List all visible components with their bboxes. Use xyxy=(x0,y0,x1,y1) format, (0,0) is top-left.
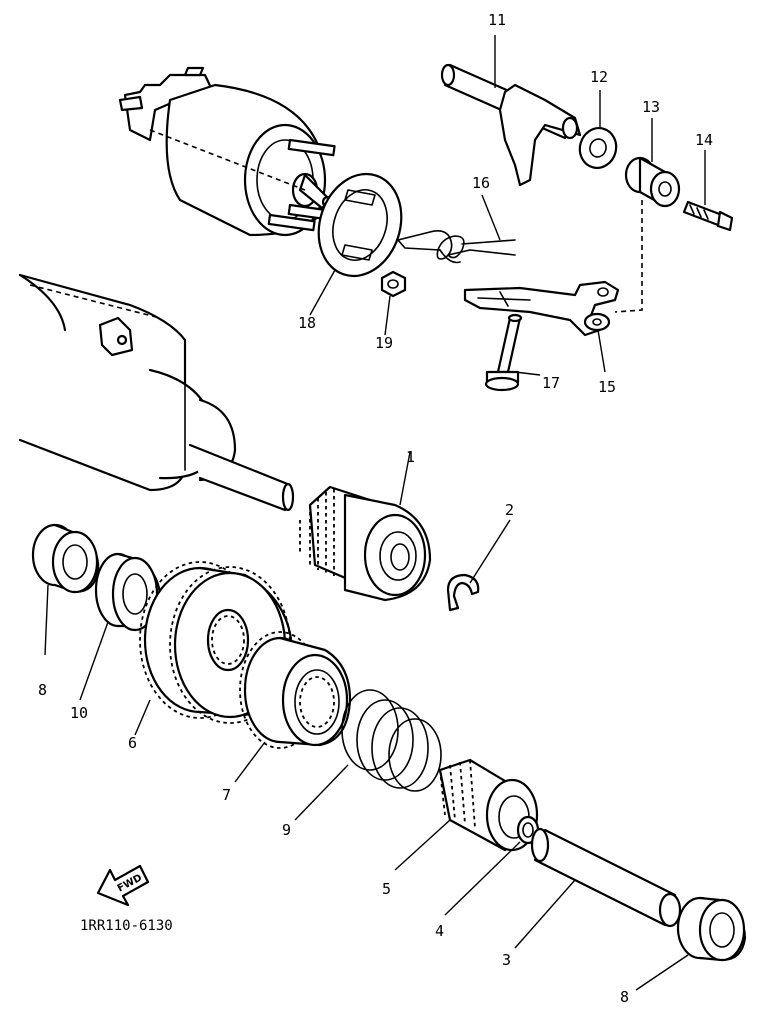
callout-5: 5 xyxy=(382,880,391,898)
callout-14: 14 xyxy=(695,131,713,149)
callout-2: 2 xyxy=(505,501,514,519)
callout-12: 12 xyxy=(590,68,608,86)
callout-7: 7 xyxy=(222,786,231,804)
callout-9: 9 xyxy=(282,821,291,839)
callout-1: 1 xyxy=(406,448,415,466)
starter-clutch-1 xyxy=(299,485,432,602)
callout-18: 18 xyxy=(298,314,316,332)
callout-13: 13 xyxy=(642,98,660,116)
shaft-arm-11 xyxy=(440,63,582,187)
starter-solenoid xyxy=(118,66,336,237)
drawing-code: 1RR110-6130 xyxy=(80,918,173,934)
callout-11: 11 xyxy=(488,11,506,29)
nut-19 xyxy=(380,270,407,298)
callout-6: 6 xyxy=(128,734,137,752)
washer-12 xyxy=(578,127,618,169)
assembly-line-upper xyxy=(614,200,643,313)
callout-17: 17 xyxy=(542,374,560,392)
callout-16: 16 xyxy=(472,174,490,192)
callout-4: 4 xyxy=(435,922,444,940)
bearing-8-right xyxy=(676,896,747,962)
shaft-3 xyxy=(530,827,682,928)
callout-15: 15 xyxy=(598,378,616,396)
lever-15 xyxy=(463,280,620,337)
callouts: 11 12 13 14 16 18 19 17 15 1 2 8 10 6 7 … xyxy=(38,11,713,1006)
gear-7 xyxy=(239,631,352,749)
callout-8-left: 8 xyxy=(38,681,47,699)
collar-13 xyxy=(624,156,681,208)
gasket-18 xyxy=(317,172,403,278)
starter-motor xyxy=(18,273,295,512)
leader-lines xyxy=(44,35,706,991)
bolt-17 xyxy=(484,313,523,392)
spring-16 xyxy=(397,230,516,264)
callout-19: 19 xyxy=(375,334,393,352)
bearing-8-left xyxy=(31,523,100,594)
spring-9 xyxy=(341,689,442,792)
fwd-arrow-icon: FWD xyxy=(96,864,150,907)
bolt-14 xyxy=(682,200,734,232)
callout-3: 3 xyxy=(502,951,511,969)
callout-8-right: 8 xyxy=(620,988,629,1006)
callout-10: 10 xyxy=(70,704,88,722)
clip-2 xyxy=(446,573,480,612)
